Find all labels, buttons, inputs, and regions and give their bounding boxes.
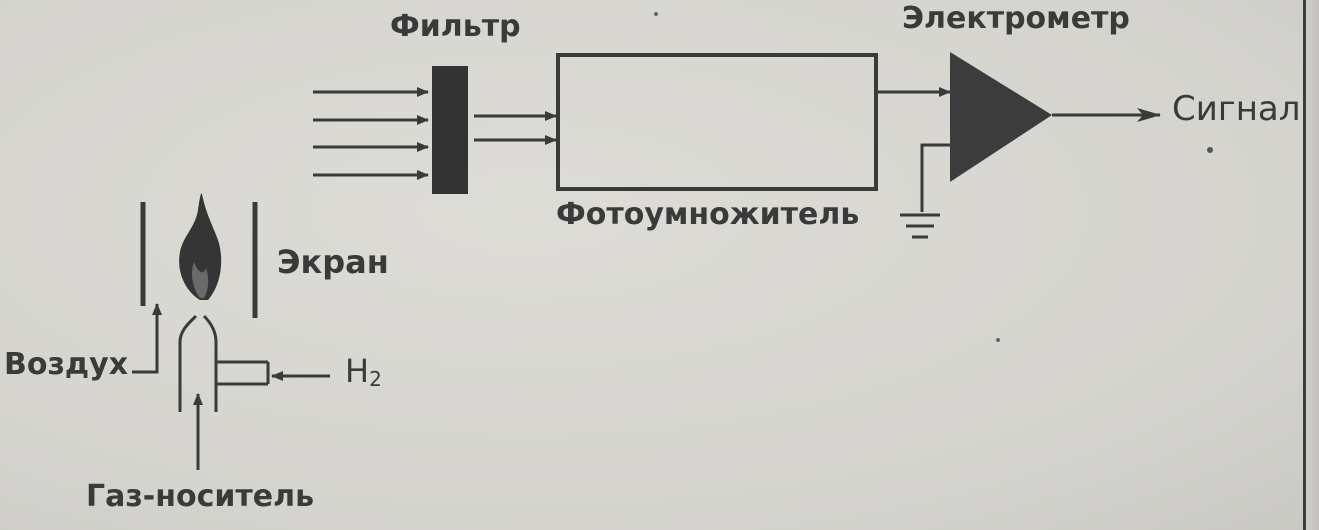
hydrogen-symbol: H (345, 352, 370, 390)
electrometer-label: Электрометр (902, 1, 1130, 36)
speck (1207, 147, 1213, 153)
speck (996, 338, 1000, 342)
hydrogen-label: H2 (345, 355, 382, 389)
burner-nozzle (178, 314, 270, 412)
flame-icon (179, 193, 222, 300)
page-edge (1303, 0, 1319, 530)
filter-block (432, 66, 468, 194)
hydrogen-subscript: 2 (369, 367, 382, 391)
photomultiplier-box (556, 53, 878, 191)
photomultiplier-label: Фотоумножитель (556, 197, 860, 232)
light-rays (313, 87, 429, 180)
air-label: Воздух (4, 347, 129, 382)
air-inlet-arrow (132, 303, 162, 374)
screen-plates (140, 202, 258, 318)
signal-label: Сигнал (1172, 89, 1301, 129)
filter-label: Фильтр (390, 9, 521, 44)
screen-label: Экран (277, 243, 389, 281)
speck (654, 12, 658, 16)
carrier-gas-label: Газ-носитель (86, 479, 315, 514)
ground-symbol (900, 143, 950, 239)
flame-core (192, 262, 209, 298)
electrometer-amplifier (950, 52, 1052, 182)
filtered-rays (474, 111, 557, 145)
